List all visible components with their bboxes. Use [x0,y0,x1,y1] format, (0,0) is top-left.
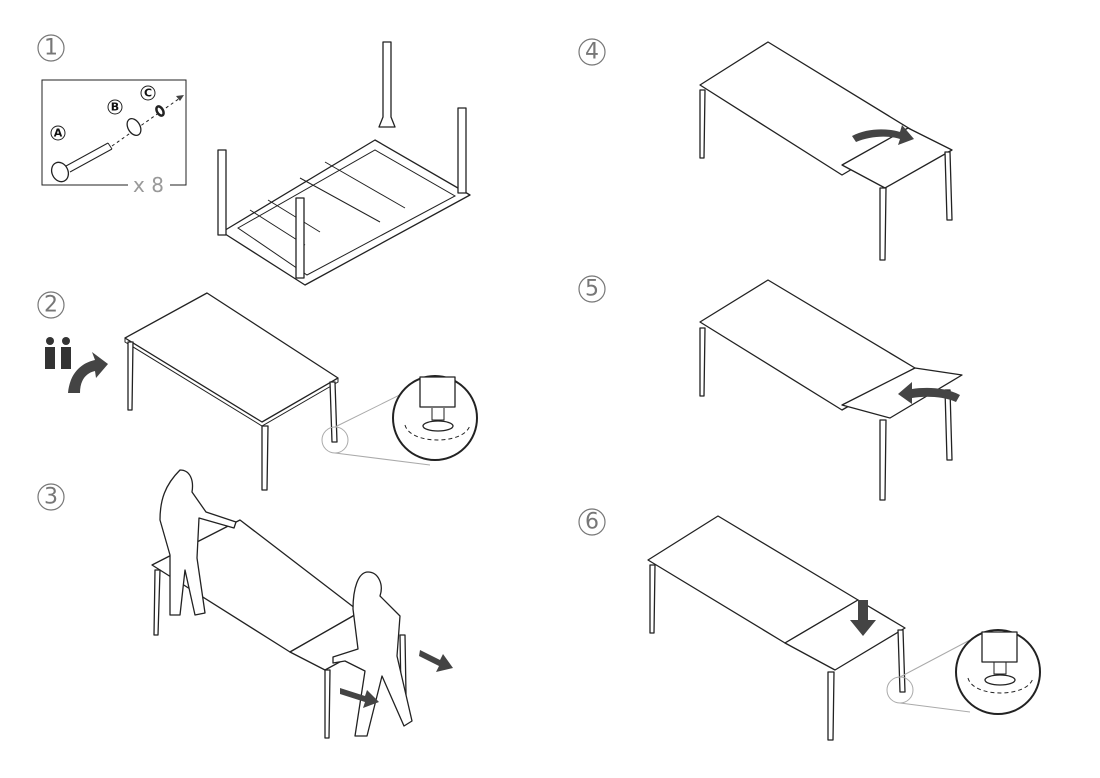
svg-text:3: 3 [44,485,58,510]
label-c: C [140,85,156,101]
washer-b-icon [126,117,142,137]
svg-text:5: 5 [585,277,599,302]
pull-arrow-icon [340,688,379,708]
flip-arrow-icon [68,352,108,393]
table-extended [647,515,906,741]
bolt-a-icon [50,95,184,183]
svg-text:B: B [111,101,119,114]
svg-text:C: C [144,87,152,100]
person-right [332,571,413,737]
step-3-marker: 3 [37,483,65,511]
leveling-foot-detail [955,629,1041,715]
unfold-arrow-icon [852,125,914,145]
svg-text:4: 4 [585,40,599,65]
step-5-marker: 5 [578,275,606,303]
fold-arrow-icon [898,382,960,404]
quantity-label: x 8 [133,173,164,197]
table-closed [124,292,339,491]
table-frame-upside-down [217,41,471,286]
svg-text:2: 2 [44,293,58,318]
step-2-marker: 2 [37,291,65,319]
svg-text:1: 1 [44,36,58,61]
ring-c-icon [155,105,165,117]
svg-text:A: A [54,127,63,140]
leveling-foot-detail [392,375,478,461]
step-6-marker: 6 [578,508,606,536]
label-a: A [50,125,66,141]
hardware-parts-box: x 8 A B C [41,79,187,197]
label-b: B [107,99,123,115]
people-two-icon [45,337,71,369]
press-down-arrow-icon [850,600,876,636]
person-left [159,469,237,616]
step-1-marker: 1 [37,34,65,62]
step-4-marker: 4 [578,38,606,66]
pull-arrow-icon [419,650,453,672]
svg-text:6: 6 [585,510,599,535]
table-open-leaf [699,41,953,261]
